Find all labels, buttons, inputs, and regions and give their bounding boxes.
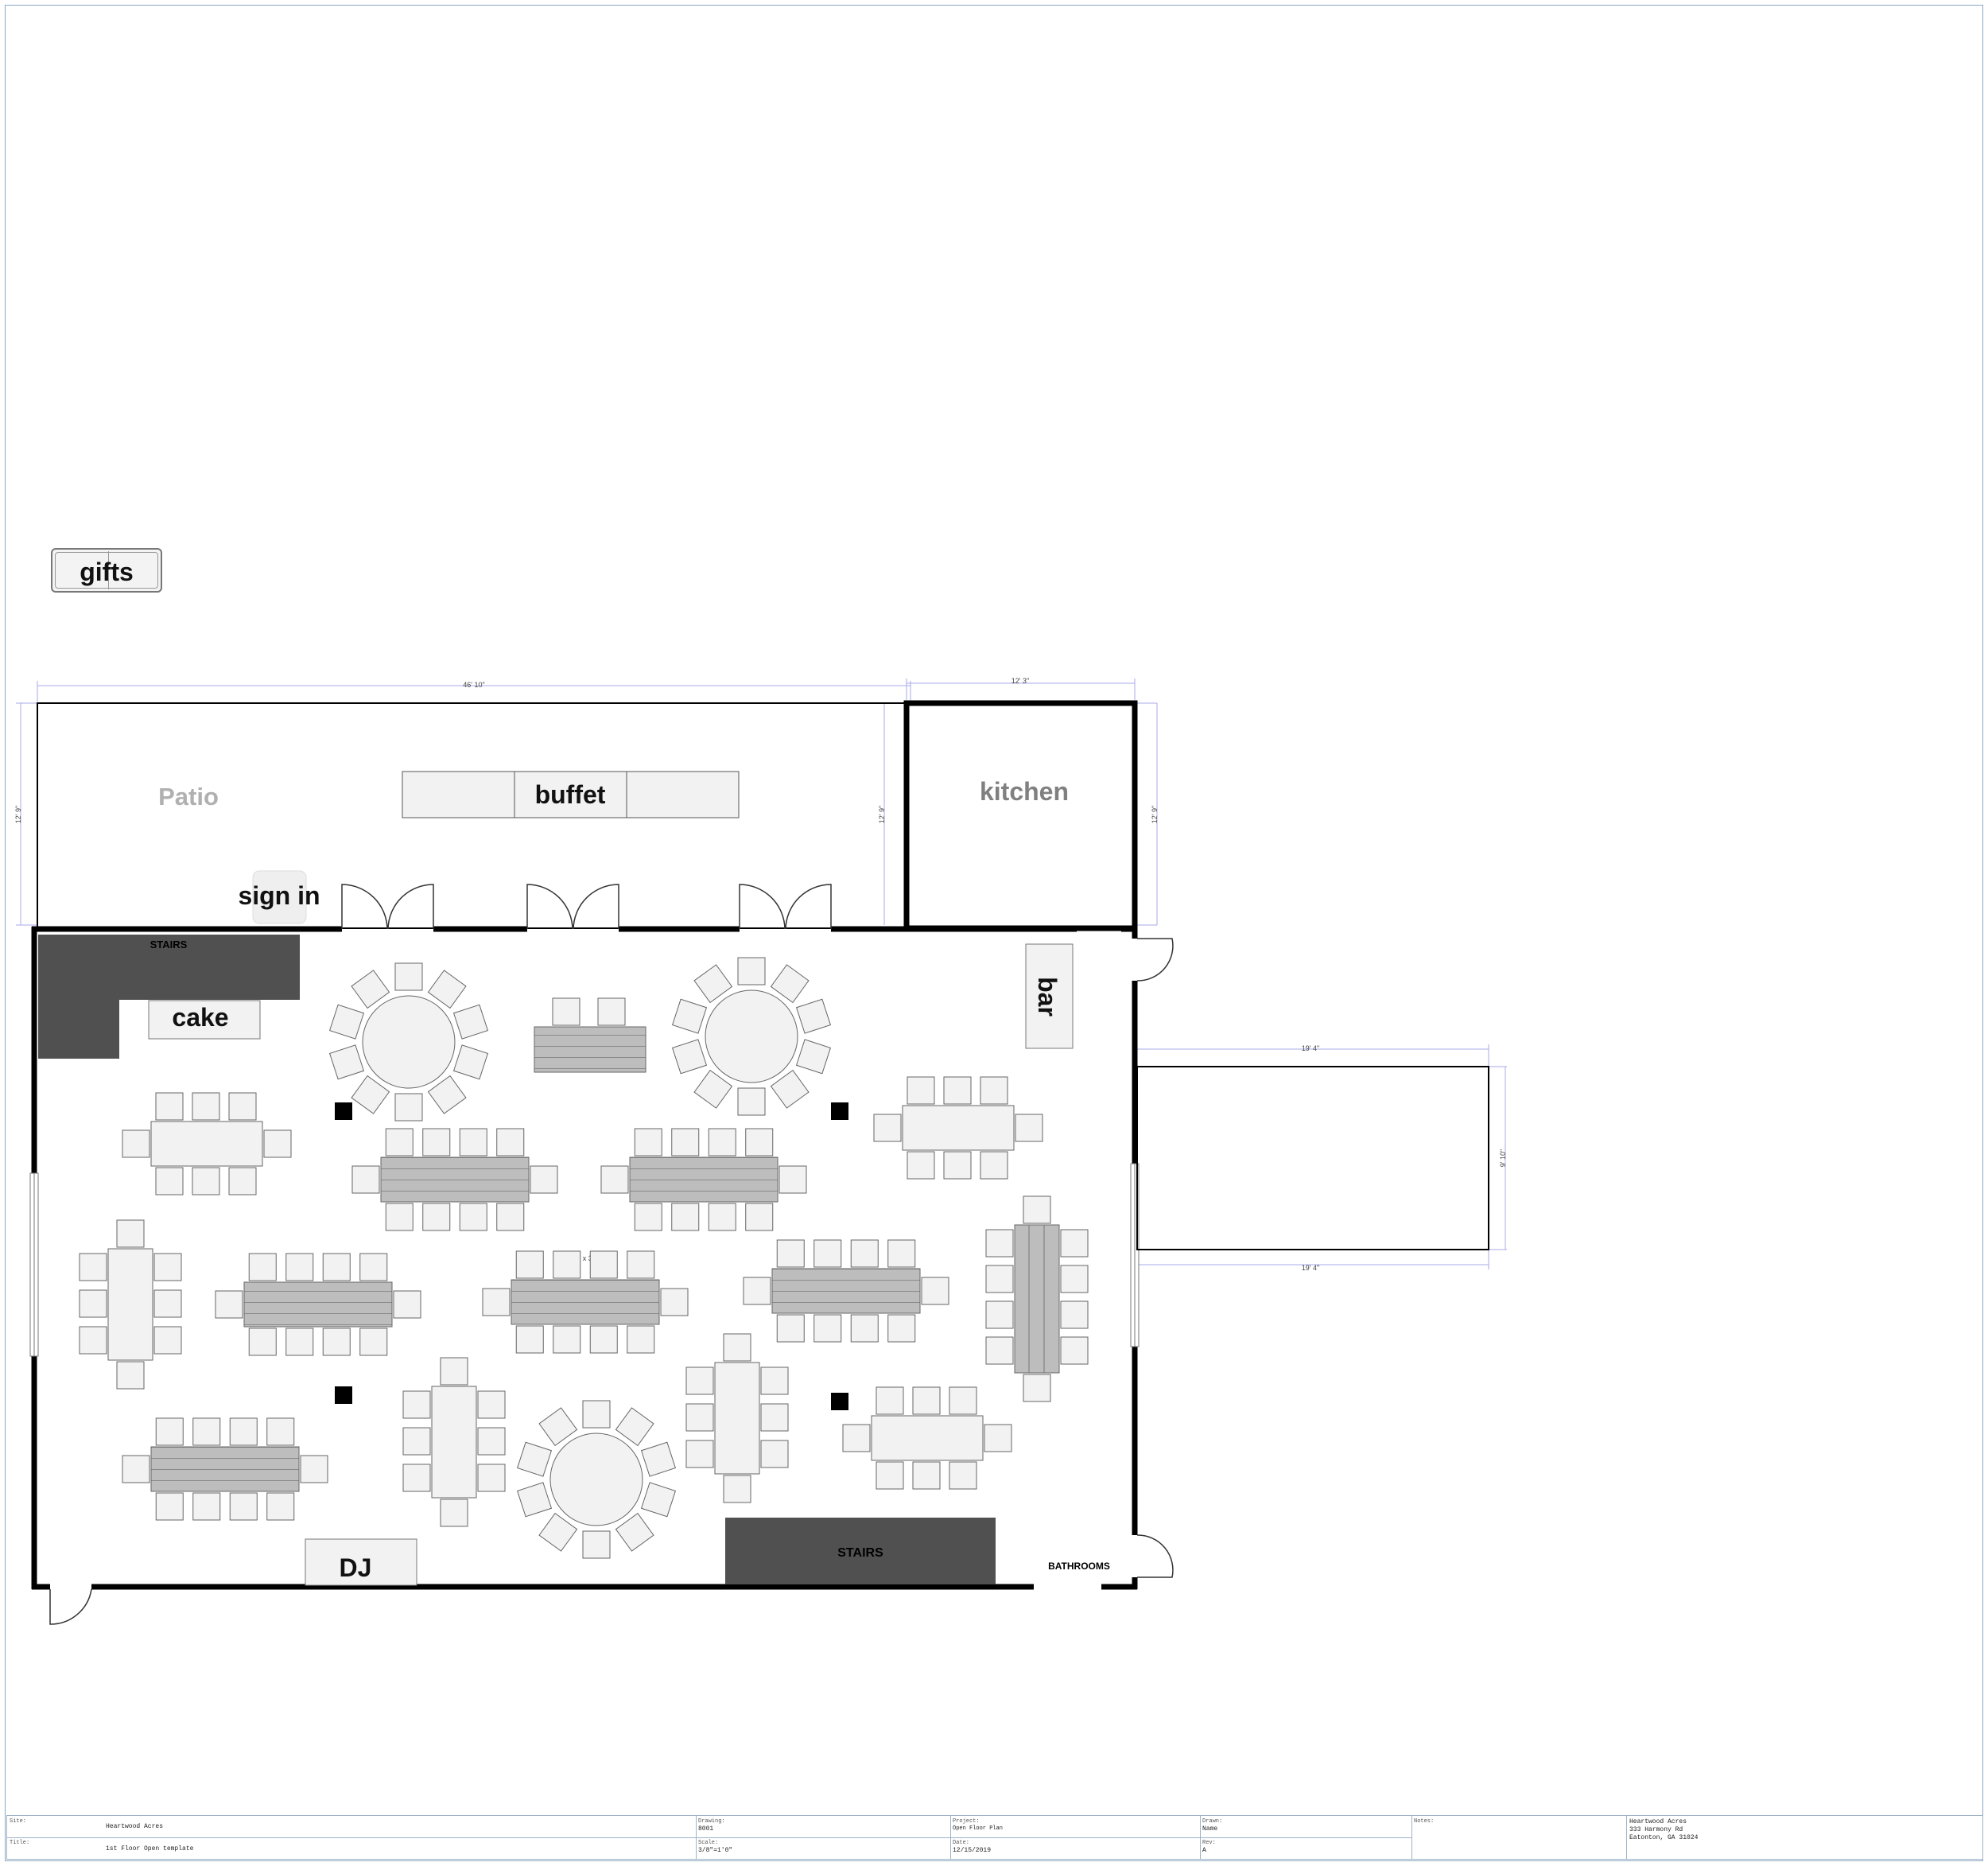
rev-value: A [1202, 1847, 1206, 1854]
guest-table-14[interactable] [482, 1250, 689, 1354]
buffet-label: buffet [535, 780, 606, 809]
buffet-table[interactable]: buffet [402, 771, 740, 818]
columns [335, 1102, 848, 1410]
kitchen-room [903, 700, 1138, 931]
title-block: Site: Heartwood Acres Title: 1st Floor O… [6, 1815, 1983, 1860]
kitchen-label: kitchen [980, 777, 1069, 806]
bar-counter[interactable] [1025, 943, 1074, 1049]
address-line2: 333 Harmony Rd [1629, 1826, 1683, 1833]
bar-label: bar [1033, 977, 1062, 1017]
dj-table[interactable] [305, 1538, 417, 1586]
sign-in-table[interactable] [252, 870, 307, 924]
patio-label: Patio [158, 783, 219, 811]
dim-annex-width-top: 19' 4" [1302, 1044, 1319, 1052]
guest-table-1[interactable] [328, 962, 489, 1122]
guest-table-9[interactable] [402, 1357, 506, 1527]
guest-table-3[interactable] [516, 1400, 677, 1559]
dimension-lines [16, 678, 1507, 1269]
scale-value: 3/8"=1'0" [698, 1847, 733, 1854]
guest-table-10[interactable] [685, 1333, 789, 1503]
stairs-bottom-label: STAIRS [837, 1546, 883, 1560]
guest-table-12[interactable] [600, 1128, 807, 1231]
drawn-label: Drawn: [1202, 1818, 1223, 1825]
scale-label: Scale: [698, 1840, 719, 1846]
site-label: Site: [10, 1818, 27, 1825]
table-note: 7' x 3' [576, 1254, 594, 1262]
guest-table-13[interactable] [215, 1253, 421, 1356]
guest-table-16[interactable] [122, 1417, 328, 1521]
guest-table-7[interactable] [842, 1386, 1012, 1490]
patio-doors[interactable] [341, 884, 832, 930]
guest-table-2[interactable] [671, 957, 832, 1116]
notes-label: Notes: [1414, 1818, 1435, 1825]
guest-table-17[interactable] [985, 1195, 1089, 1402]
title-label: Title: [10, 1840, 30, 1846]
dim-patio-depth-right: 12' 9" [878, 806, 886, 823]
rev-label: Rev: [1202, 1840, 1216, 1846]
side-doors[interactable] [49, 938, 1174, 1625]
address-line1: Heartwood Acres [1629, 1818, 1687, 1825]
dim-patio-depth-left: 12' 9" [14, 806, 22, 823]
gifts-table[interactable]: gifts [51, 548, 162, 593]
address-line3: Eatonton, GA 31024 [1629, 1834, 1699, 1841]
annex-room [1136, 1066, 1489, 1250]
drawing-value: 8001 [698, 1825, 714, 1833]
main-hall-walls [31, 926, 1138, 1590]
floor-plan: 46' 10" 12' 3" 12' 9" 12' 9" 12' 9" 19' … [14, 677, 1507, 1625]
guest-table-4[interactable] [534, 997, 646, 1073]
cake-table[interactable] [148, 1000, 261, 1040]
cake-label: cake [172, 1003, 228, 1032]
dj-label: DJ [340, 1553, 372, 1582]
gifts-label: gifts [80, 558, 134, 586]
dim-kitchen-width: 12' 3" [1011, 677, 1029, 685]
date-label: Date: [953, 1840, 970, 1846]
guest-table-5[interactable] [122, 1092, 292, 1195]
site-value: Heartwood Acres [106, 1823, 164, 1830]
stairs-bottom: STAIRS [725, 1518, 996, 1584]
guest-tables [79, 957, 1089, 1559]
drawn-value: Name [1202, 1825, 1218, 1833]
sign-in-label: sign in [238, 881, 320, 910]
guest-table-11[interactable] [351, 1128, 558, 1231]
project-label: Project: [953, 1818, 980, 1825]
dim-annex-width-bottom: 19' 4" [1302, 1264, 1319, 1272]
date-value: 12/15/2019 [953, 1847, 992, 1854]
drawing-label: Drawing: [698, 1818, 725, 1825]
dim-annex-depth: 9' 10" [1499, 1149, 1507, 1167]
dim-kitchen-depth: 12' 9" [1151, 806, 1159, 823]
stairs-top: STAIRS [38, 935, 300, 1059]
bathrooms-label: BATHROOMS [1048, 1561, 1110, 1572]
project-value: Open Floor Plan [953, 1825, 1004, 1832]
guest-table-8[interactable] [79, 1219, 182, 1390]
guest-table-15[interactable] [743, 1239, 949, 1343]
title-value: 1st Floor Open template [106, 1845, 194, 1852]
dim-patio-width: 46' 10" [463, 681, 484, 689]
guest-table-6[interactable] [873, 1076, 1043, 1180]
stairs-top-label: STAIRS [150, 939, 188, 950]
